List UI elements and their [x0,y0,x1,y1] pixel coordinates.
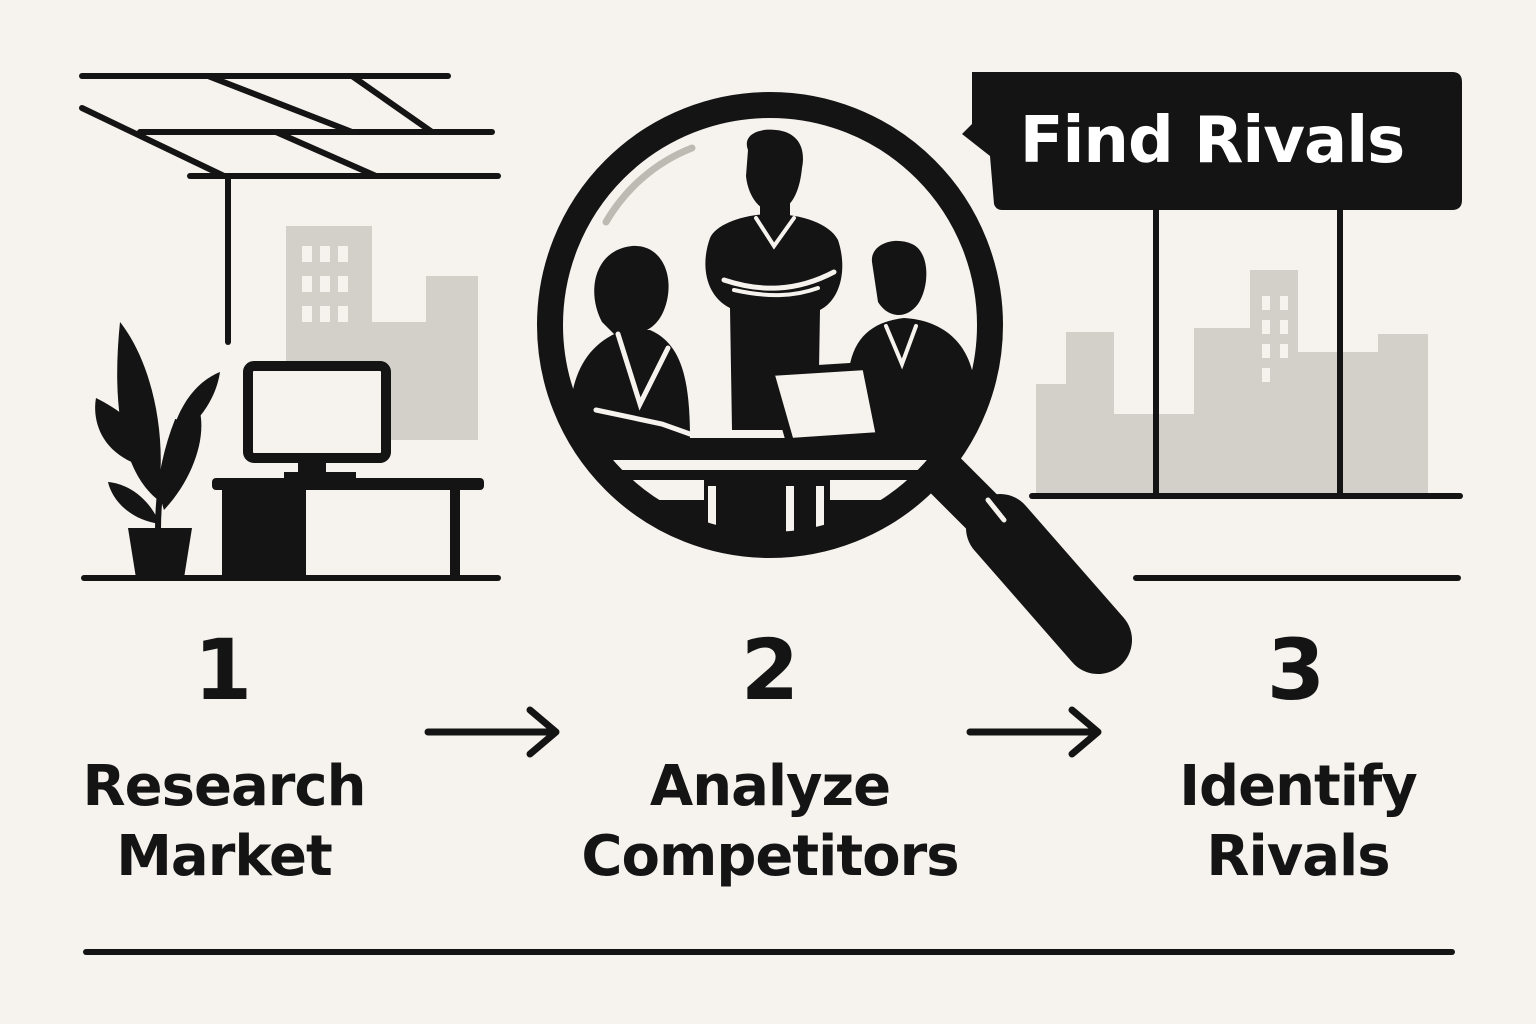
banner-text: Find Rivals [1019,104,1405,178]
plant-icon [95,322,220,578]
arrow-right-icon [424,706,560,758]
step-1-label-line1: Research [82,754,367,819]
step-3-label: Identify Rivals [1068,752,1528,892]
step-3-label-line1: Identify [1179,754,1418,819]
office-desk-icon [79,73,501,581]
step-1-label: Research Market [0,752,454,892]
step-3-number: 3 [1266,621,1326,719]
arrow-right-icon [966,706,1102,758]
step-2-label-line2: Competitors [581,824,959,889]
step-2-number: 2 [740,621,800,719]
step-3-label-line2: Rivals [1206,824,1390,889]
skyline-window-icon [962,72,1463,581]
step-1-number: 1 [193,621,253,719]
monitor-icon [243,361,391,480]
step-2-label-line1: Analyze [649,754,891,819]
laptop-icon [766,362,884,446]
desk-icon [212,478,484,578]
skyline-buildings [1036,270,1428,496]
find-rivals-banner [962,72,1462,210]
step-1-label-line2: Market [116,824,333,889]
step-2-label: Analyze Competitors [540,752,1000,892]
